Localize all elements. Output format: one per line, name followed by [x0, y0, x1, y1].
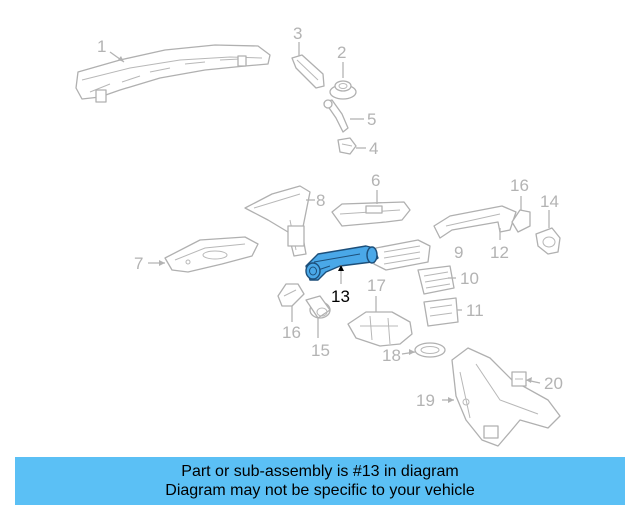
- part-17-duct: [347, 311, 413, 347]
- part-6-duct: [331, 201, 411, 227]
- part-14-vent: [535, 227, 561, 255]
- part-15-vent: [305, 295, 331, 319]
- part-8-duct: [244, 185, 311, 257]
- info-banner: Part or sub-assembly is #13 in diagram D…: [15, 457, 625, 505]
- part-20-clip: [511, 371, 527, 387]
- part-11-vent: [423, 297, 459, 327]
- callout-labels: 1 2 3 4 5 6 7 8 9 10 11 12 13 14 15 16 1…: [97, 24, 563, 410]
- part-16-cover-upper: [511, 209, 531, 233]
- part-19-duct: [451, 347, 561, 447]
- part-5-hose: [323, 99, 349, 133]
- part-10-vent: [417, 265, 455, 295]
- callout-18: 18: [382, 346, 401, 365]
- callout-12: 12: [490, 243, 509, 262]
- callout-10: 10: [460, 269, 479, 288]
- part-4-clip: [337, 137, 357, 155]
- callout-7: 7: [134, 254, 143, 273]
- part-18-vent: [414, 342, 446, 358]
- callout-6: 6: [371, 171, 380, 190]
- callout-16-upper: 16: [510, 176, 529, 195]
- callout-11: 11: [466, 301, 484, 320]
- part-13-highlighted-duct: [305, 245, 379, 281]
- callout-15: 15: [311, 341, 330, 360]
- callout-9: 9: [454, 243, 463, 262]
- banner-line-2: Diagram may not be specific to your vehi…: [165, 482, 475, 499]
- part-12-duct: [433, 205, 517, 239]
- callout-8: 8: [316, 191, 325, 210]
- callout-20: 20: [544, 374, 563, 393]
- callout-5: 5: [367, 110, 376, 129]
- leader-arrowheads: [118, 56, 532, 403]
- callout-3: 3: [293, 24, 302, 43]
- part-9-vent: [373, 239, 431, 271]
- part-16-cover-lower: [277, 283, 305, 307]
- callout-4: 4: [369, 139, 378, 158]
- part-1-duct: [75, 44, 271, 103]
- callout-13: 13: [331, 287, 350, 306]
- callout-1: 1: [97, 37, 106, 56]
- banner-line-1: Part or sub-assembly is #13 in diagram: [181, 463, 459, 480]
- part-3-duct: [291, 54, 325, 89]
- callout-2: 2: [337, 43, 346, 62]
- callout-16-lower: 16: [282, 323, 301, 342]
- part-2-grommet: [329, 80, 357, 100]
- callout-17: 17: [367, 276, 386, 295]
- callout-14: 14: [540, 192, 559, 211]
- callout-19: 19: [416, 391, 435, 410]
- part-7-duct: [164, 236, 259, 273]
